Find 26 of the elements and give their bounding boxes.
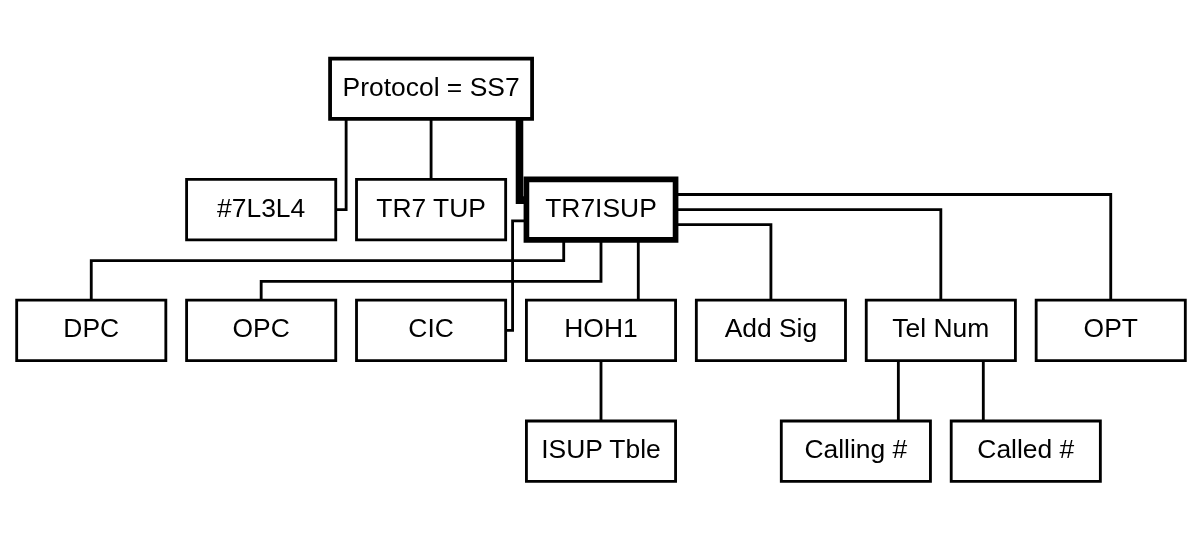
connector xyxy=(675,193,1113,300)
connector xyxy=(981,360,985,421)
node-box: Add Sig xyxy=(694,298,847,363)
node-box: #7L3L4 xyxy=(185,177,338,242)
connector xyxy=(515,119,526,204)
connector xyxy=(506,219,527,332)
node-box: TR7 TUP xyxy=(355,177,508,242)
node-box: DPC xyxy=(15,298,168,363)
node-box: OPC xyxy=(185,298,338,363)
connector xyxy=(636,240,640,300)
node-box: ISUP Tble xyxy=(525,419,677,483)
node-box: HOH1 xyxy=(525,298,677,363)
connector xyxy=(89,239,566,300)
node-box: OPT xyxy=(1034,298,1187,363)
connector xyxy=(599,360,603,421)
connector xyxy=(336,119,348,211)
node-box: Calling # xyxy=(779,419,932,483)
connector xyxy=(676,223,773,300)
connector xyxy=(896,360,900,421)
node-box: CIC xyxy=(355,298,508,363)
node-box: Protocol = SS7 xyxy=(328,56,534,121)
connector xyxy=(429,119,433,179)
node-box: TR7ISUP xyxy=(523,176,679,243)
node-box: Tel Num xyxy=(864,298,1017,363)
connector xyxy=(675,208,943,300)
node-box: Called # xyxy=(949,419,1102,483)
